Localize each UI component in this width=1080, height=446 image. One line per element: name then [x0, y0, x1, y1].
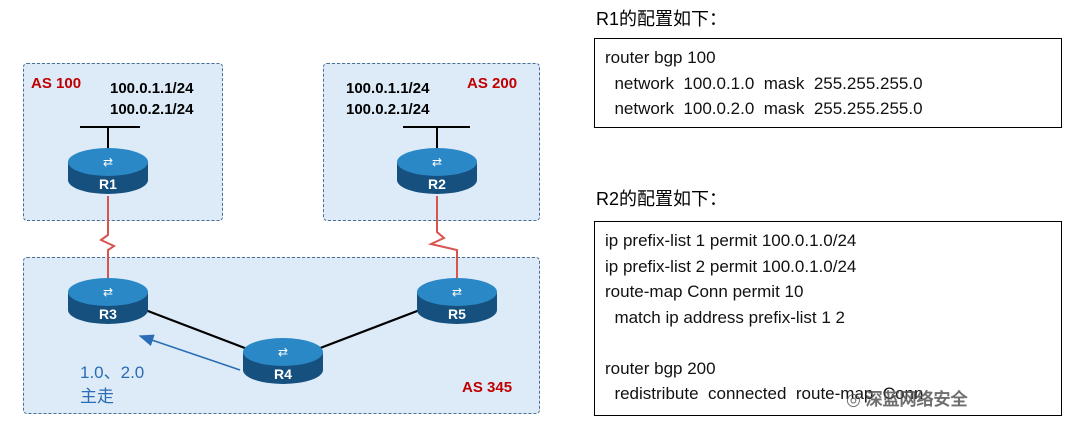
r1-config-line: network 100.0.2.0 mask 255.255.255.0: [605, 99, 923, 118]
as-100-label: AS 100: [31, 75, 82, 92]
r2-config-line: ip prefix-list 2 permit 100.0.1.0/24: [605, 256, 857, 276]
r2-config-line: router bgp 200: [605, 358, 716, 378]
r1-config-line: network 100.0.1.0 mask 255.255.255.0: [605, 73, 923, 93]
router-label-r3: R3: [99, 306, 117, 322]
router-label-r4: R4: [274, 366, 292, 382]
r2-config-line: redistribute connected route-map Conn: [605, 384, 924, 403]
svg-text:⇄: ⇄: [432, 155, 442, 169]
r1-network-1: 100.0.1.1/24: [110, 80, 194, 97]
r2-config-line: route-map Conn permit 10: [605, 282, 804, 301]
r2-config-line: [605, 330, 1051, 356]
flow-note-line-1: 1.0、2.0: [80, 363, 145, 382]
router-label-r5: R5: [448, 306, 466, 322]
router-label-r2: R2: [428, 176, 446, 192]
svg-text:⇄: ⇄: [103, 285, 113, 299]
r2-network-2: 100.0.2.1/24: [346, 101, 430, 118]
as-200-label: AS 200: [467, 75, 518, 92]
r2-r5-serial-link: [427, 196, 458, 282]
as-345-label: AS 345: [462, 379, 513, 396]
r1-r3-serial-link: [99, 196, 117, 282]
svg-text:⇄: ⇄: [103, 155, 113, 169]
traffic-arrow: [138, 334, 241, 371]
router-r2-icon: ⇄: [397, 148, 477, 194]
r2-config-line: match ip address prefix-list 1 2: [605, 307, 845, 327]
r2-config-line: ip prefix-list 1 permit 100.0.1.0/24: [605, 231, 857, 250]
watermark-text: 深蓝网络安全: [865, 390, 968, 409]
r2-network-1: 100.0.1.1/24: [346, 80, 430, 97]
watermark: ◎ 深蓝网络安全: [846, 385, 968, 410]
svg-text:⇄: ⇄: [278, 345, 288, 359]
r4-r5-link: [314, 306, 426, 352]
router-label-r1: R1: [99, 176, 117, 192]
r1-config-box: router bgp 100 network 100.0.1.0 mask 25…: [594, 38, 1062, 128]
r2-config-box: ip prefix-list 1 permit 100.0.1.0/24 ip …: [594, 221, 1062, 416]
wechat-icon: ◎: [846, 390, 866, 409]
router-r4-icon: ⇄: [243, 338, 323, 384]
as-200-area: [323, 63, 540, 221]
r1-config-line: router bgp 100: [605, 48, 716, 67]
flow-note-line-2: 主走: [80, 387, 114, 406]
as-100-area: [23, 63, 223, 221]
r3-r4-link: [139, 306, 251, 352]
r1-network-2: 100.0.2.1/24: [110, 101, 194, 118]
router-r1-icon: ⇄: [68, 148, 148, 194]
r2-config-heading: R2的配置如下：: [596, 189, 728, 209]
router-r5-icon: ⇄: [417, 278, 497, 324]
svg-text:⇄: ⇄: [452, 285, 462, 299]
router-r3-icon: ⇄: [68, 278, 148, 324]
r1-config-heading: R1的配置如下：: [596, 9, 728, 29]
